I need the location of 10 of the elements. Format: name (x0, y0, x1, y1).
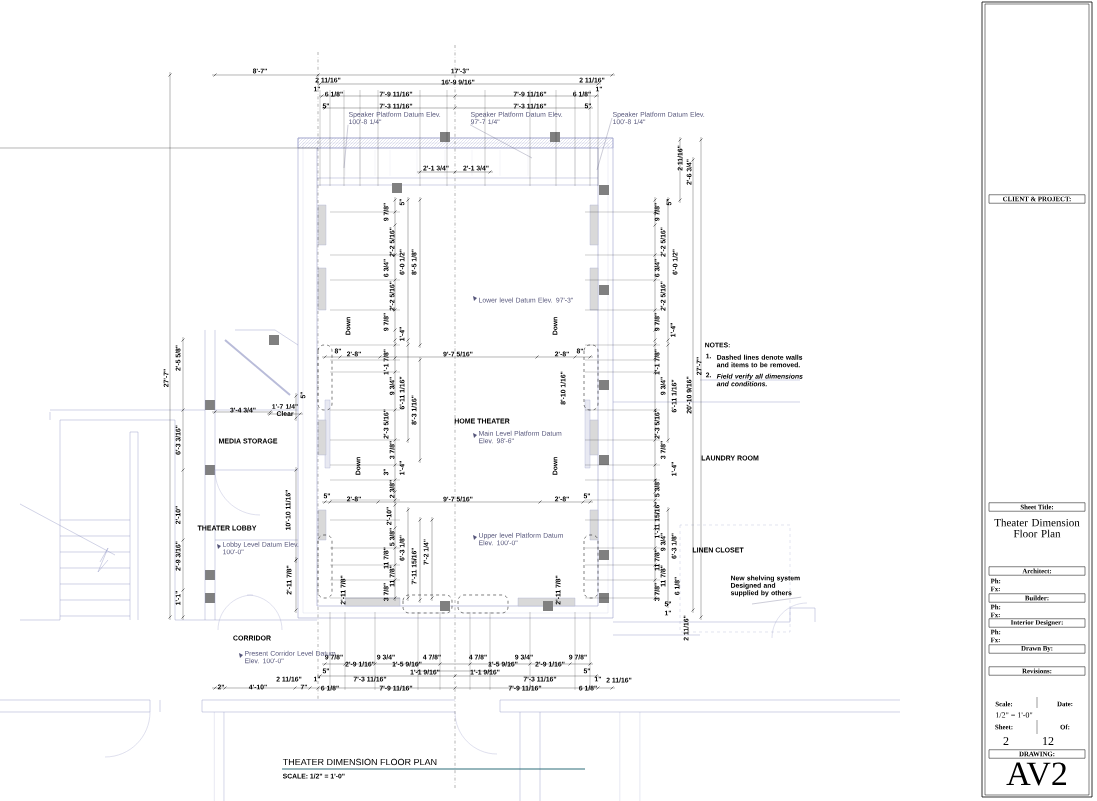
leader-line (751, 597, 802, 605)
sheet-number: 2 (1003, 737, 1009, 745)
leader-line (469, 124, 533, 159)
scale-value: 1/2" = 1'-0" (996, 712, 1033, 718)
drawing-title: THEATER DIMENSION FLOOR PLAN (282, 758, 437, 766)
leader-line (596, 117, 613, 171)
drawing-number: AV2 (1006, 762, 1066, 786)
sheet-number: 12 (1043, 737, 1054, 745)
leader-line (343, 124, 349, 169)
sheet-title: Theater Dimension Floor Plan (994, 518, 1080, 538)
